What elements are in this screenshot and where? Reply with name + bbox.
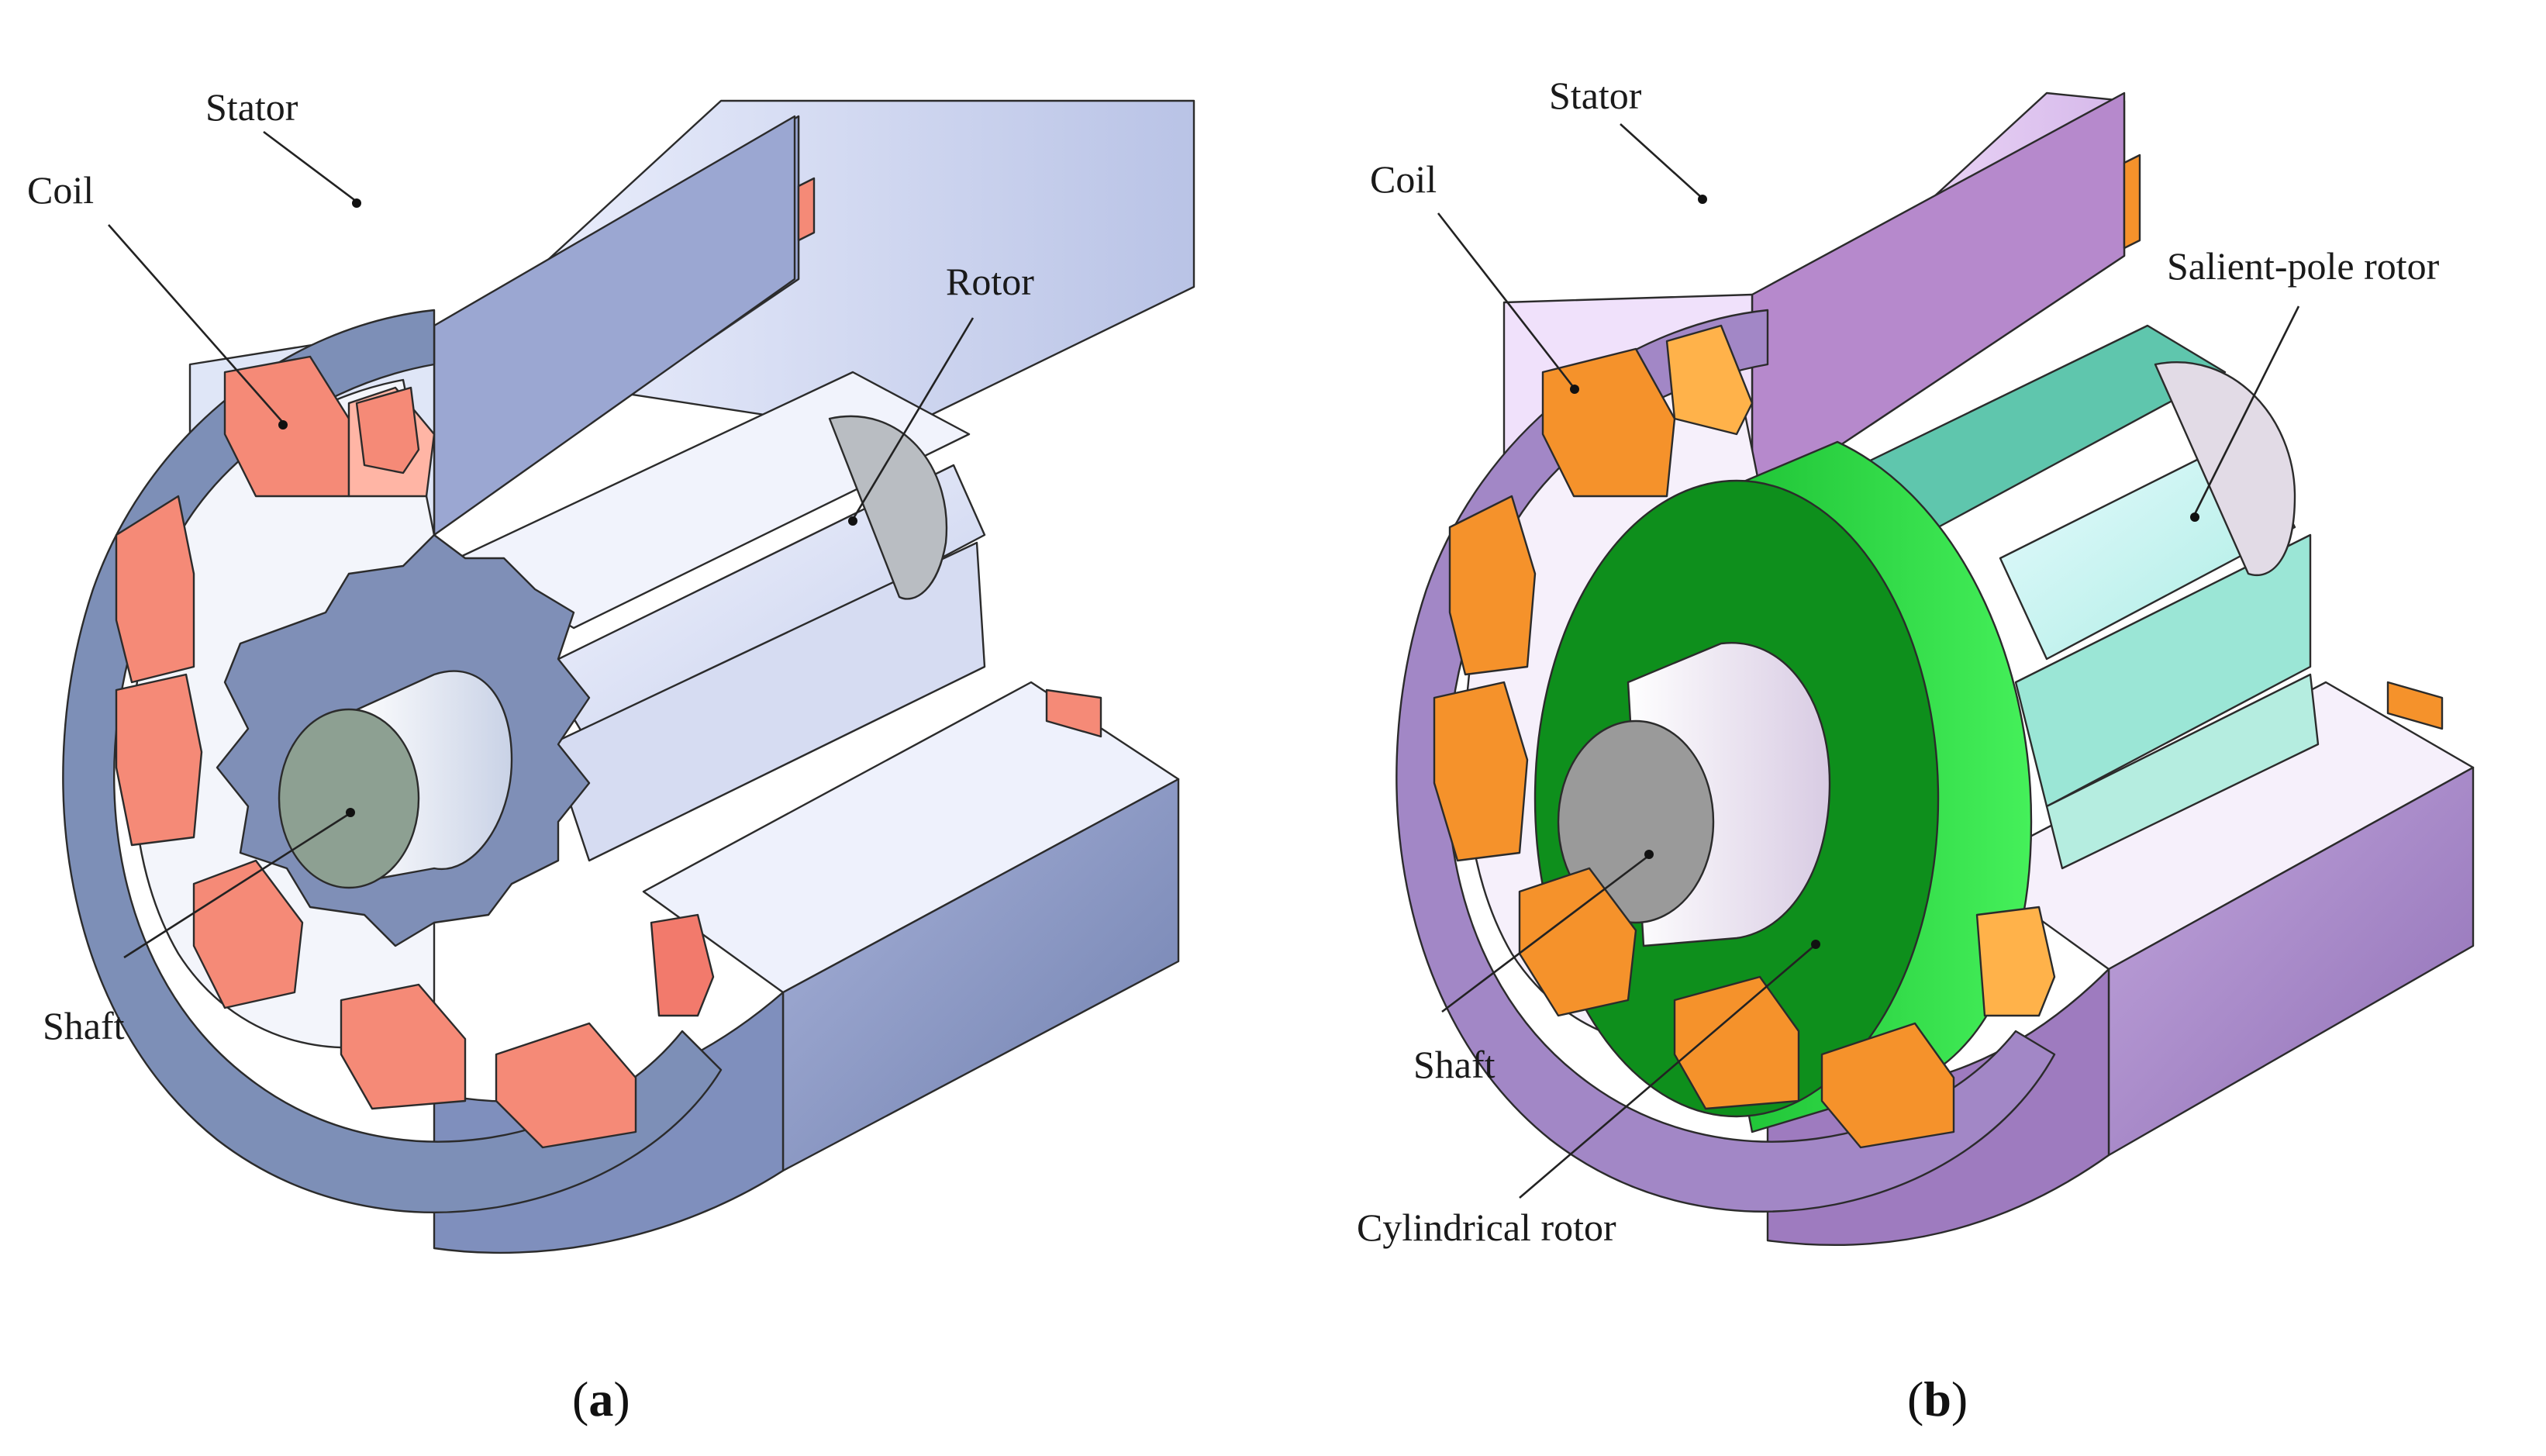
leaders-b	[1437, 123, 2300, 1199]
label-stator-a: Stator	[205, 85, 298, 129]
label-coil-b: Coil	[1370, 157, 1437, 201]
label-cylindrical-rotor-b: Cylindrical rotor	[1357, 1206, 1616, 1249]
salient-rotor-b	[1859, 324, 2320, 870]
stator-b	[1395, 91, 2475, 1247]
caption-a-letter: a	[588, 1371, 613, 1427]
label-shaft-a: Shaft	[43, 1004, 125, 1047]
label-rotor-a: Rotor	[946, 260, 1034, 303]
stator-a	[62, 99, 1195, 1254]
label-coil-a: Coil	[27, 168, 94, 212]
shaft-b	[1557, 641, 1831, 947]
caption-a: (a)	[572, 1371, 630, 1427]
label-salient-rotor-b: Salient-pole rotor	[2167, 244, 2440, 288]
label-shaft-b: Shaft	[1413, 1043, 1496, 1086]
figure-b: Stator Coil Salient-pole rotor Shaft Cyl…	[1357, 74, 2475, 1427]
leaders-a	[108, 130, 975, 959]
caption-b-letter: b	[1923, 1371, 1951, 1427]
figure-a: Stator Coil Rotor Shaft (a)	[27, 85, 1195, 1427]
caption-b: (b)	[1907, 1371, 1968, 1427]
coil-group-a	[115, 177, 1102, 1149]
label-stator-b: Stator	[1549, 74, 1642, 117]
shaft-a	[278, 670, 513, 889]
